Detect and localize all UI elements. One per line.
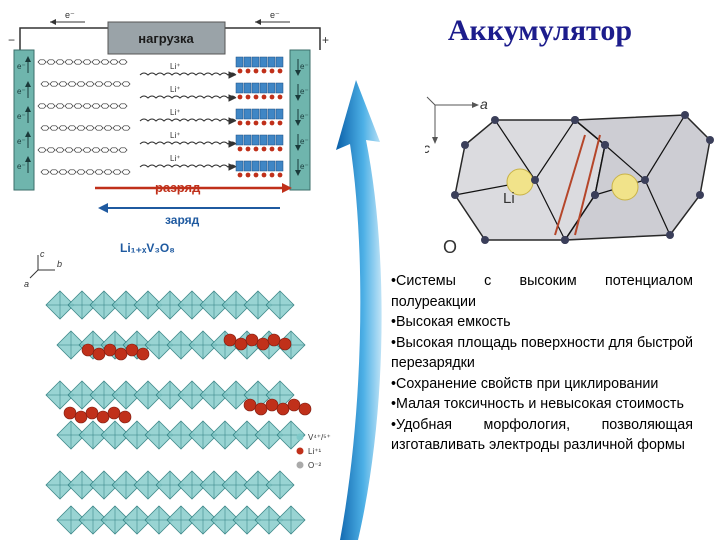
bullet-item: •Малая токсичность и невысокая стоимость: [391, 396, 684, 412]
crystal-axis-a: a: [24, 279, 29, 289]
electrode-electron-label: e⁻: [300, 87, 309, 96]
crystal-axis-b: b: [57, 259, 62, 269]
electrode-electron-label: e⁻: [300, 112, 309, 121]
curved-arrow: [336, 80, 382, 540]
formula-label: Li₁₊ₓV₃O₈: [120, 241, 175, 255]
electron-left-label: e⁻: [65, 10, 75, 20]
electron-right-label: e⁻: [270, 10, 280, 20]
electrode-electron-label: e⁻: [300, 162, 309, 171]
poly-axis-c: c: [425, 140, 430, 156]
crystal-structure: b c a V⁴⁺/⁵⁺ Li⁺¹ O⁻²: [24, 249, 331, 535]
bullet-item: •Удобная морфология, позволяющая изготав…: [391, 416, 693, 454]
discharge-label: разряд: [155, 180, 201, 195]
li-ion-label: Li⁺: [170, 131, 180, 140]
li-ion-label: Li⁺: [170, 62, 180, 71]
load-box: [107, 21, 226, 55]
legend-swatch: [296, 433, 304, 441]
li-label: Li: [503, 190, 515, 207]
legend-swatch: [296, 447, 304, 455]
electrode-electron-label: e⁻: [17, 62, 26, 71]
o-label: O: [443, 237, 457, 257]
legend-swatch: [296, 461, 304, 469]
crystal-axis-c: c: [40, 249, 45, 259]
bullet-item: •Высокая емкость: [391, 314, 511, 330]
bullet-item: •Системы с высоким потенциалом полуреакц…: [391, 273, 693, 310]
li-ion-label: Li⁺: [170, 108, 180, 117]
page-title: Аккумулятор: [447, 14, 633, 47]
electrode-electron-label: e⁻: [300, 137, 309, 146]
poly-axis-a: a: [480, 96, 488, 112]
bullet-item: •Сохранение свойств при циклировании: [391, 375, 659, 392]
charge-label: заряд: [165, 213, 200, 227]
bullet-item: •Высокая площадь поверхности для быстрой…: [391, 334, 693, 372]
legend-label: O⁻²: [308, 461, 321, 470]
polyhedra-structure: a b c Li O: [425, 96, 714, 257]
bullet-list: •Системы с высоким потенциалом полуреакц…: [391, 271, 693, 456]
legend-label: Li⁺¹: [308, 447, 321, 456]
battery-diagram: e⁻ e⁻ нагрузка − + e⁻e⁻e⁻e⁻e⁻e⁻e⁻e⁻e⁻e⁻ …: [8, 10, 329, 255]
electrode-electron-label: e⁻: [17, 137, 26, 146]
plus-sign: +: [322, 33, 329, 47]
load-label: нагрузка: [138, 31, 194, 46]
minus-sign: −: [8, 33, 15, 47]
li-ion-label: Li⁺: [170, 154, 180, 163]
li-ion-label: Li⁺: [170, 85, 180, 94]
electrode-electron-label: e⁻: [17, 112, 26, 121]
legend-label: V⁴⁺/⁵⁺: [308, 433, 331, 442]
electrode-electron-label: e⁻: [300, 62, 309, 71]
electrode-electron-label: e⁻: [17, 87, 26, 96]
electrode-electron-label: e⁻: [17, 162, 26, 171]
